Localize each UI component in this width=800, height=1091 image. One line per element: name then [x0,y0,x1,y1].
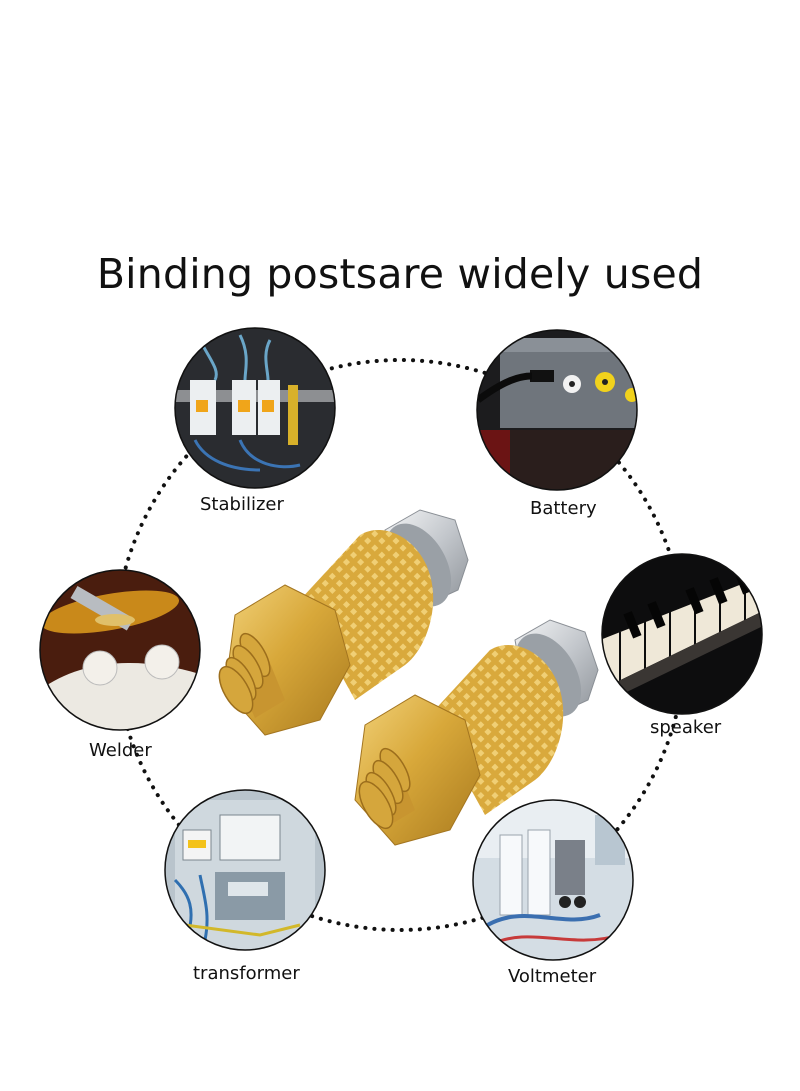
welder-photo [40,570,200,730]
binding-post-2 [354,619,599,846]
label-voltmeter: Voltmeter [508,966,597,987]
label-transformer: transformer [193,963,300,984]
voltmeter-photo [473,800,633,960]
label-battery: Battery [530,498,597,519]
binding-post-1 [218,509,469,736]
label-stabilizer: Stabilizer [200,494,284,515]
label-welder: Welder [89,740,152,761]
transformer-photo [165,790,325,950]
battery-photo [477,330,637,490]
label-speaker: speaker [650,717,722,738]
page-title: Binding postsare widely used [96,250,704,298]
stabilizer-photo [175,328,335,488]
speaker-photo [602,554,762,714]
